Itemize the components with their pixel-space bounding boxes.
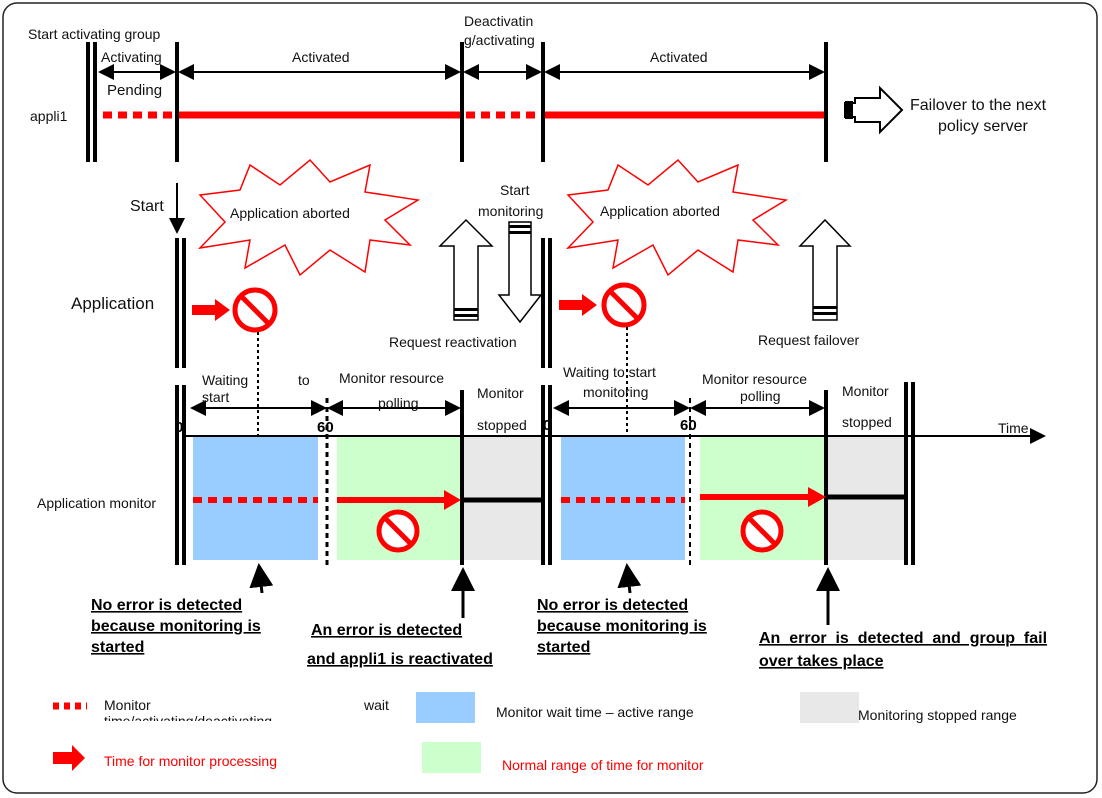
deactivating-label-2: g/activating <box>464 32 535 48</box>
note-no-error-1: started <box>91 639 144 656</box>
monitor-stopped-label: stopped <box>477 417 527 433</box>
note-error-reactivated: and appli1 is reactivated <box>307 651 493 668</box>
appli1-timeline <box>86 42 904 162</box>
activated-label-2: Activated <box>650 49 708 65</box>
red-arrow-icon <box>559 294 597 316</box>
application-aborted-burst-1 <box>197 158 421 277</box>
note-no-error-1: because monitoring is <box>91 618 261 635</box>
application-aborted-label-1: Application aborted <box>230 205 350 221</box>
appli1-label: appli1 <box>30 108 68 124</box>
request-reactivation-label: Request reactivation <box>389 334 517 350</box>
pending-label: Pending <box>107 82 162 99</box>
start-label: Start <box>130 198 164 215</box>
note-error-reactivated: An error is detected <box>311 622 462 639</box>
note-error-failover: over takes place <box>759 653 884 670</box>
note-no-error-2: started <box>537 639 590 656</box>
red-arrow-icon <box>337 490 461 510</box>
deactivating-label-1: Deactivatin <box>464 13 533 29</box>
note-no-error-1: No error is detected <box>91 597 242 614</box>
waiting-label: to <box>298 372 310 388</box>
note-no-error-2: No error is detected <box>537 597 688 614</box>
tick-0: 0 <box>543 417 551 434</box>
waiting-label: start <box>202 389 229 405</box>
request-failover-up-arrow-icon <box>798 218 852 321</box>
legend-wait-active-label: Monitor wait time – active range <box>496 704 694 720</box>
application-aborted-burst-2 <box>565 158 789 277</box>
prohibited-icon <box>232 287 278 333</box>
application-label: Application <box>71 294 154 313</box>
legend-processing-label: Time for monitor processing <box>104 753 277 769</box>
legend-wait-label: wait <box>363 697 389 713</box>
application-aborted-label-2: Application aborted <box>600 203 720 219</box>
waiting-label: monitoring <box>583 384 648 400</box>
failover-label-1: Failover to the next <box>910 97 1047 114</box>
time-axis-label: Time <box>998 420 1029 436</box>
waiting-label: Waiting to start <box>563 364 656 380</box>
tick-0: 0 <box>175 419 183 436</box>
request-reactivation-up-arrow-icon <box>438 218 494 321</box>
activated-label-1: Activated <box>292 49 350 65</box>
monitor-stopped-label: stopped <box>842 414 892 430</box>
red-arrow-icon <box>192 299 230 321</box>
legend-red-arrow-icon <box>53 745 85 771</box>
start-monitoring-label-1: Start <box>500 182 530 198</box>
failover-label-2: policy server <box>938 118 1028 135</box>
prohibited-icon <box>376 509 420 553</box>
polling-label: polling <box>378 395 418 411</box>
application-timeline <box>169 158 852 490</box>
start-monitoring-down-arrow-icon <box>497 221 543 324</box>
note-no-error-2: because monitoring is <box>537 618 707 635</box>
legend: Monitor time/activating/deactivating wai… <box>53 692 1017 773</box>
legend-monitor-label: time/activating/deactivating <box>104 713 272 729</box>
polling-label: Monitor resource <box>702 371 807 387</box>
tick-60: 60 <box>317 419 334 436</box>
activating-label: Activating <box>101 49 162 65</box>
legend-monitor-label: Monitor <box>104 697 151 713</box>
prohibited-icon <box>601 282 647 328</box>
note-error-failover: An error is detected and group fail <box>759 630 1047 647</box>
application-monitor-label: Application monitor <box>37 495 156 511</box>
polling-label: polling <box>740 388 780 404</box>
prohibited-icon <box>740 509 784 553</box>
legend-normal-swatch <box>422 742 481 773</box>
tick-60: 60 <box>680 417 697 434</box>
legend-wait-swatch <box>416 692 475 723</box>
start-monitoring-label-2: monitoring <box>478 203 543 219</box>
legend-stopped-swatch <box>800 692 859 723</box>
polling-label: Monitor resource <box>339 370 444 386</box>
failover-arrow-icon <box>844 85 904 135</box>
monitor-stopped-label: Monitor <box>842 383 889 399</box>
legend-normal-label: Normal range of time for monitor <box>502 757 704 773</box>
waiting-label: Waiting <box>202 372 248 388</box>
red-arrow-icon <box>700 487 826 507</box>
request-failover-label: Request failover <box>758 332 860 348</box>
start-activating-group-label: Start activating group <box>28 26 161 42</box>
application-monitor-timeline <box>175 382 1046 625</box>
monitor-stopped-label: Monitor <box>477 385 524 401</box>
legend-stopped-label: Monitoring stopped range <box>858 707 1017 723</box>
